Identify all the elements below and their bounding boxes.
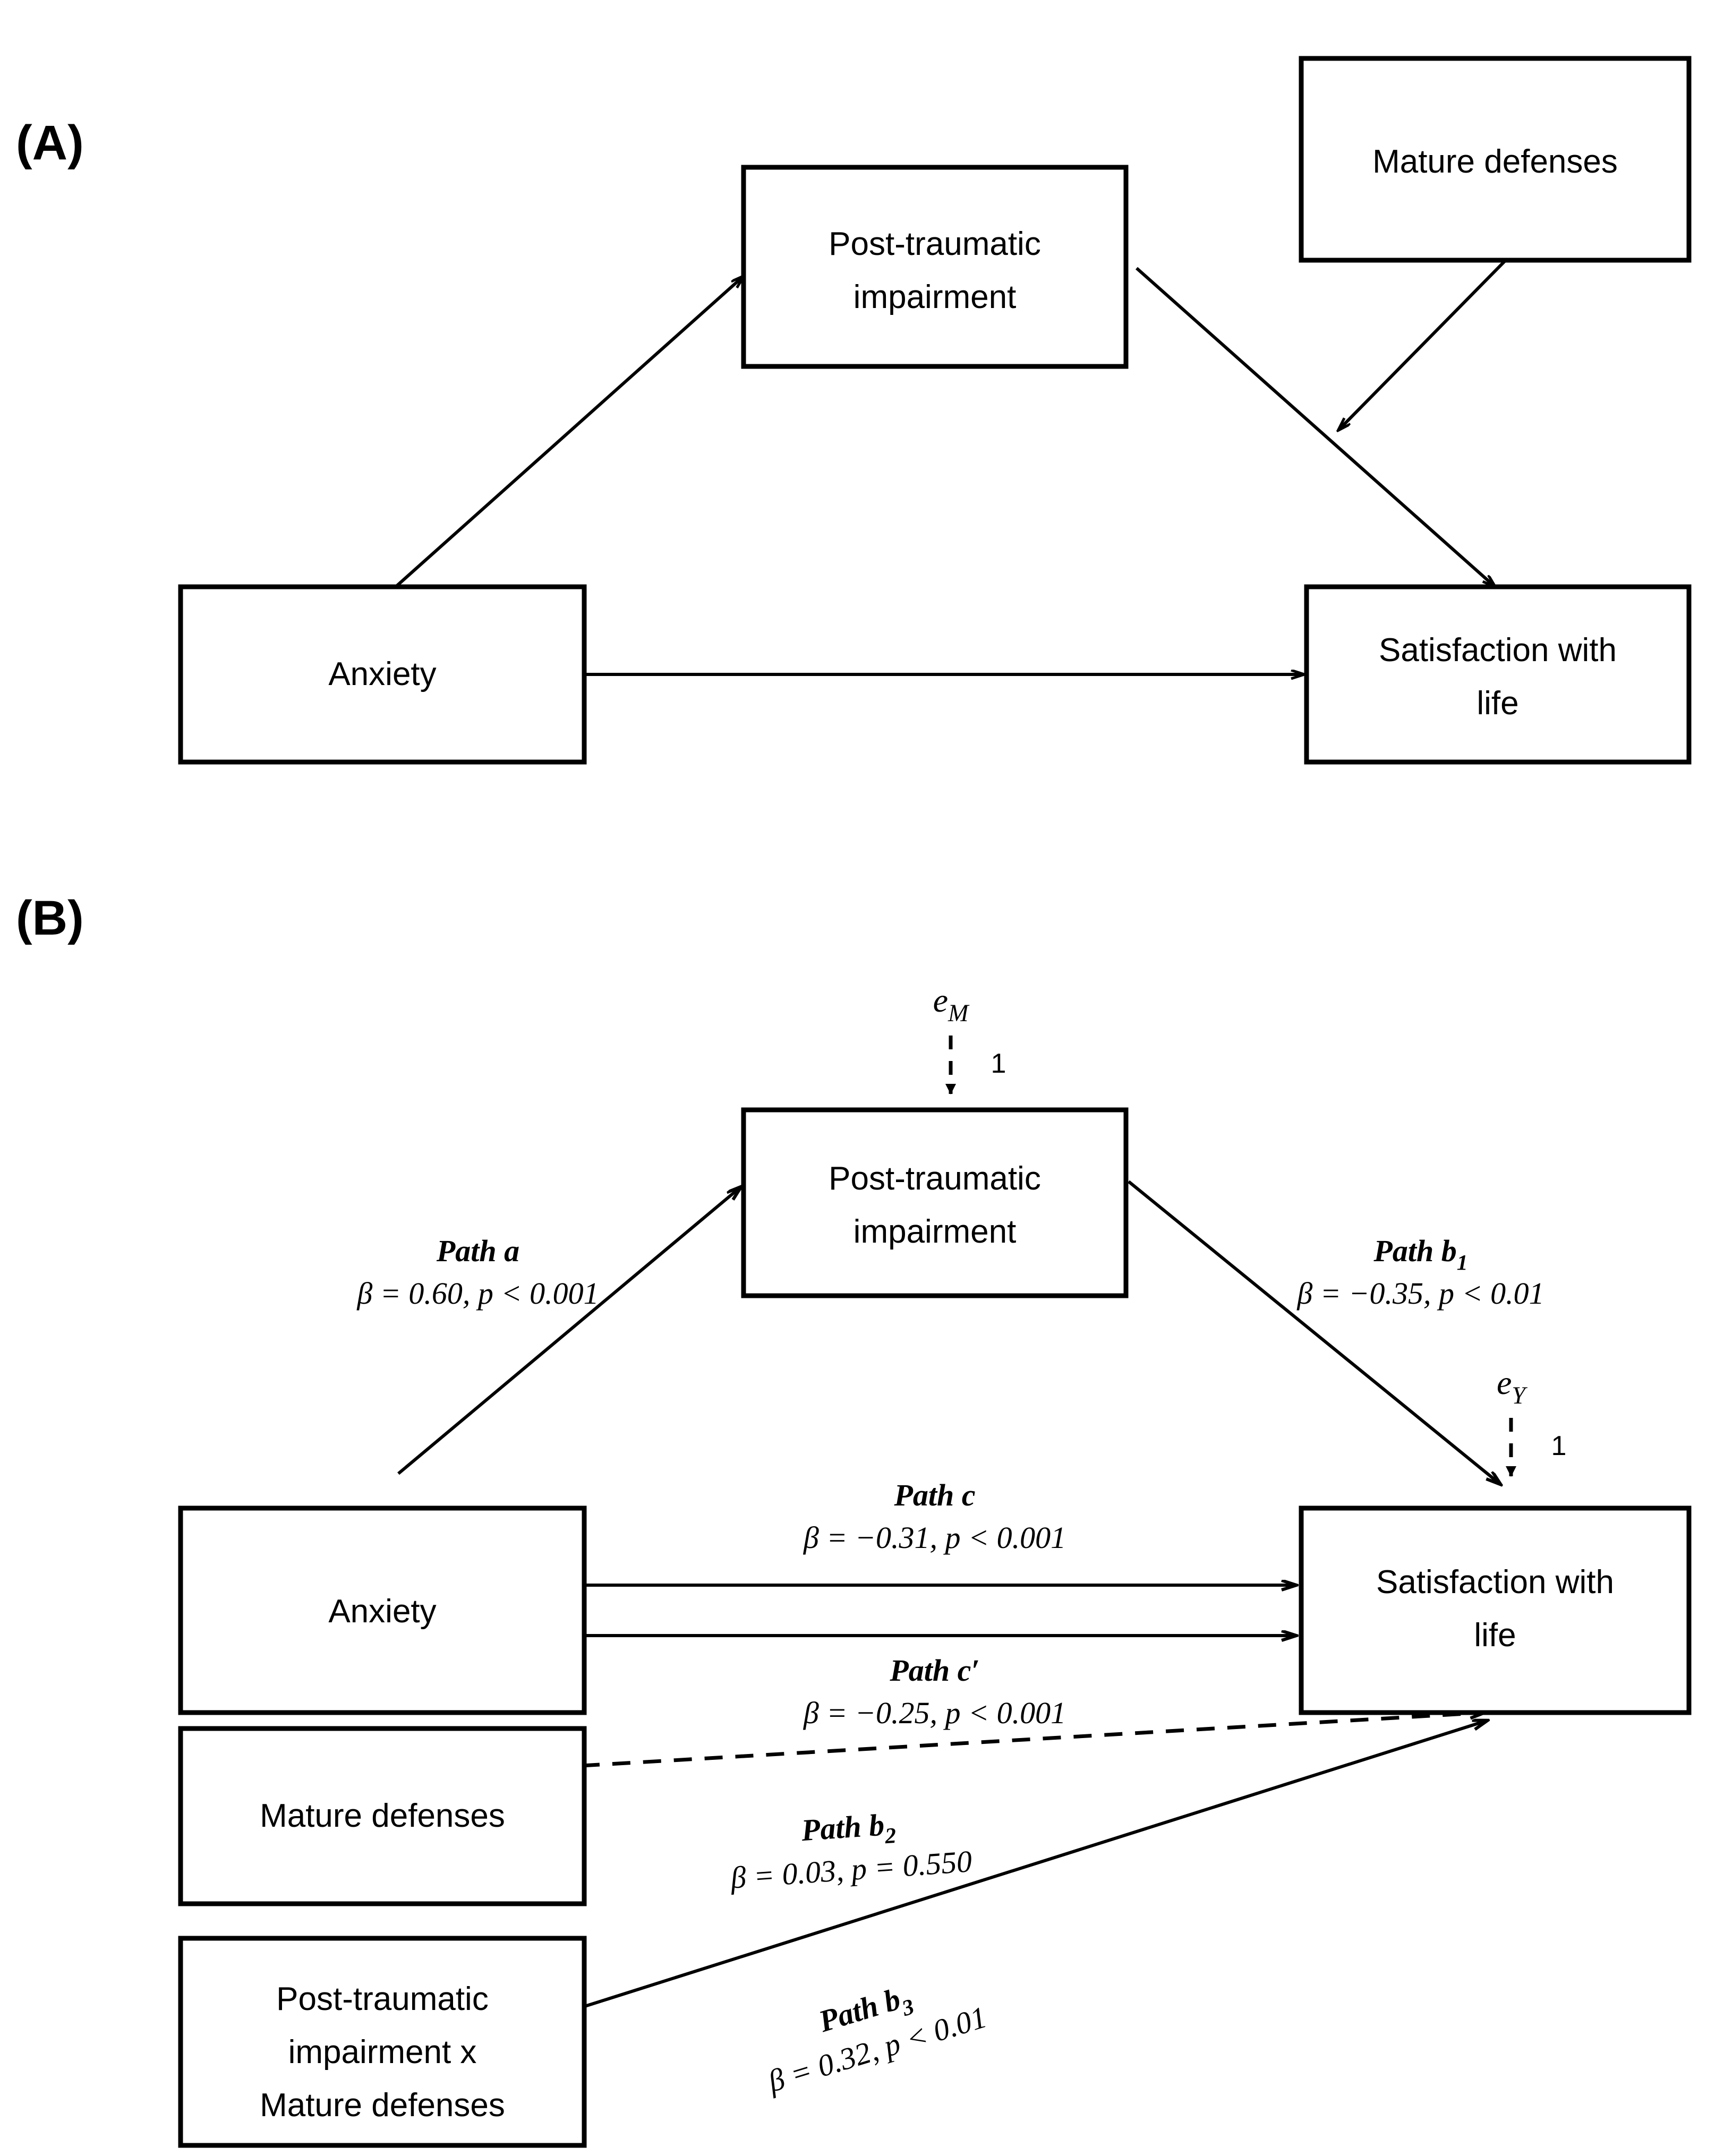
panel-b-edge-path-b1 [1128, 1180, 1500, 1484]
panel-a-node-moderator: Mature defenses [1299, 56, 1692, 263]
panel-b-error-ey-label: eY [1497, 1364, 1527, 1409]
panel-b-error-em-loading: 1 [991, 1048, 1006, 1079]
panel-b-node-anxiety-label: Anxiety [328, 1593, 436, 1630]
panel-a-label: (A) [16, 116, 84, 170]
panel-a-node-outcome-rect [1304, 584, 1692, 765]
panel-b-path-a-stat: β = 0.60, p < 0.001 [356, 1276, 599, 1311]
panel-b-path-b2-name-base: Path b [800, 1807, 885, 1847]
panel-b-node-mediator-label-line1: Post-traumatic [829, 1160, 1041, 1197]
panel-a-edge-anxiety-to-mediator [395, 276, 744, 588]
panel-b-path-label-b3: Path b3 β = 0.32, p < 0.01 [764, 1981, 991, 2099]
panel-b-node-anxiety: Anxiety [178, 1505, 587, 1715]
panel-b-edge-path-a [397, 1187, 741, 1475]
panel-b-path-b1-stat: β = −0.35, p < 0.01 [1296, 1276, 1544, 1311]
panel-b-node-outcome-rect [1299, 1505, 1692, 1715]
panel-a-node-mediator: Post-traumatic impairment [741, 165, 1129, 369]
panel-b-node-moderator: Mature defenses [178, 1726, 587, 1906]
panel-b-error-ey-loading: 1 [1551, 1431, 1567, 1461]
panel-a-node-mediator-label-line2: impairment [854, 279, 1017, 315]
panel-b-error-em-subscript: M [948, 999, 970, 1026]
panel-b-node-outcome-label-line1: Satisfaction with [1376, 1564, 1614, 1601]
panel-b-path-a-name: Path a [436, 1234, 519, 1268]
panel-a-edge-moderator-to-path [1338, 259, 1507, 430]
panel-b-group: (B) eM 1 eY 1 [16, 891, 1692, 2148]
panel-b-node-moderator-label: Mature defenses [260, 1798, 505, 1834]
panel-a-node-moderator-rect [1299, 56, 1692, 263]
panel-a-node-anxiety-label: Anxiety [328, 656, 436, 692]
panel-b-path-c-prime-name-base: Path c′ [889, 1653, 979, 1688]
panel-a-node-outcome-label-line1: Satisfaction with [1379, 632, 1617, 669]
panel-b-path-b1-name-base: Path b [1373, 1234, 1456, 1268]
panel-a-node-mediator-rect [741, 165, 1129, 369]
panel-b-path-label-b1: Path b1 β = −0.35, p < 0.01 [1296, 1234, 1544, 1311]
panel-b-node-anxiety-rect [178, 1505, 587, 1715]
panel-b-node-interaction-rect [178, 1936, 587, 2148]
panel-a-node-anxiety: Anxiety [178, 584, 587, 765]
panel-a-node-moderator-label: Mature defenses [1372, 143, 1618, 180]
panel-b-error-em: eM 1 [933, 981, 1006, 1094]
panel-b-path-c-name-base: Path c [893, 1478, 975, 1512]
panel-b-label: (B) [16, 891, 84, 945]
panel-b-path-a-name-base: Path a [436, 1234, 519, 1268]
panel-b-path-b1-name-sub: 1 [1457, 1251, 1468, 1275]
panel-a-node-outcome: Satisfaction with life [1304, 584, 1692, 765]
panel-b-path-c-prime-stat: β = −0.25, p < 0.001 [803, 1696, 1066, 1730]
panel-b-edge-path-b3 [581, 1721, 1487, 2009]
panel-a-group: (A) Post-traumatic impairment Mature def… [16, 56, 1692, 765]
panel-b-path-c-name: Path c [893, 1478, 975, 1512]
panel-b-node-outcome-label-line2: life [1474, 1617, 1516, 1654]
panel-b-node-interaction-label-line1: Post-traumatic [276, 1981, 489, 2017]
panel-b-node-mediator-rect [741, 1107, 1129, 1298]
panel-b-node-moderator-rect [178, 1726, 587, 1906]
panel-b-edge-path-b2 [581, 1713, 1484, 1768]
panel-a-edge-mediator-to-outcome [1136, 267, 1495, 587]
panel-b-path-b2-name: Path b2 [800, 1807, 897, 1854]
panel-b-error-ey-subscript: Y [1512, 1382, 1527, 1409]
panel-b-path-label-b2: Path b2 β = 0.03, p = 0.550 [729, 1807, 974, 1895]
panel-b-path-c-stat: β = −0.31, p < 0.001 [803, 1520, 1066, 1555]
panel-a-node-mediator-label-line1: Post-traumatic [829, 226, 1041, 262]
panel-b-path-b2-name-sub: 2 [884, 1824, 897, 1849]
panel-a-node-outcome-label-line2: life [1477, 685, 1518, 722]
panel-b-node-mediator-label-line2: impairment [854, 1213, 1017, 1250]
panel-b-node-interaction-label-line3: Mature defenses [260, 2087, 505, 2124]
panel-b-node-interaction: Post-traumatic impairment x Mature defen… [178, 1936, 587, 2148]
panel-b-error-ey-base: e [1497, 1364, 1512, 1401]
panel-b-path-label-c-prime: Path c′ β = −0.25, p < 0.001 [803, 1653, 1066, 1730]
panel-b-path-c-prime-name: Path c′ [889, 1653, 979, 1688]
panel-b-node-outcome: Satisfaction with life [1299, 1505, 1692, 1715]
panel-b-node-interaction-label-line2: impairment x [288, 2034, 477, 2071]
panel-b-path-label-a: Path a β = 0.60, p < 0.001 [356, 1234, 599, 1311]
panel-b-error-em-base: e [933, 981, 948, 1019]
panel-b-path-label-c: Path c β = −0.31, p < 0.001 [803, 1478, 1066, 1555]
panel-b-path-b1-name: Path b1 [1373, 1234, 1467, 1275]
panel-b-node-mediator: Post-traumatic impairment [741, 1107, 1129, 1298]
panel-b-error-em-label: eM [933, 981, 970, 1026]
panel-a-node-anxiety-rect [178, 584, 587, 765]
panel-b-error-ey: eY 1 [1497, 1364, 1567, 1477]
panel-b-path-b2-stat: β = 0.03, p = 0.550 [729, 1844, 974, 1895]
